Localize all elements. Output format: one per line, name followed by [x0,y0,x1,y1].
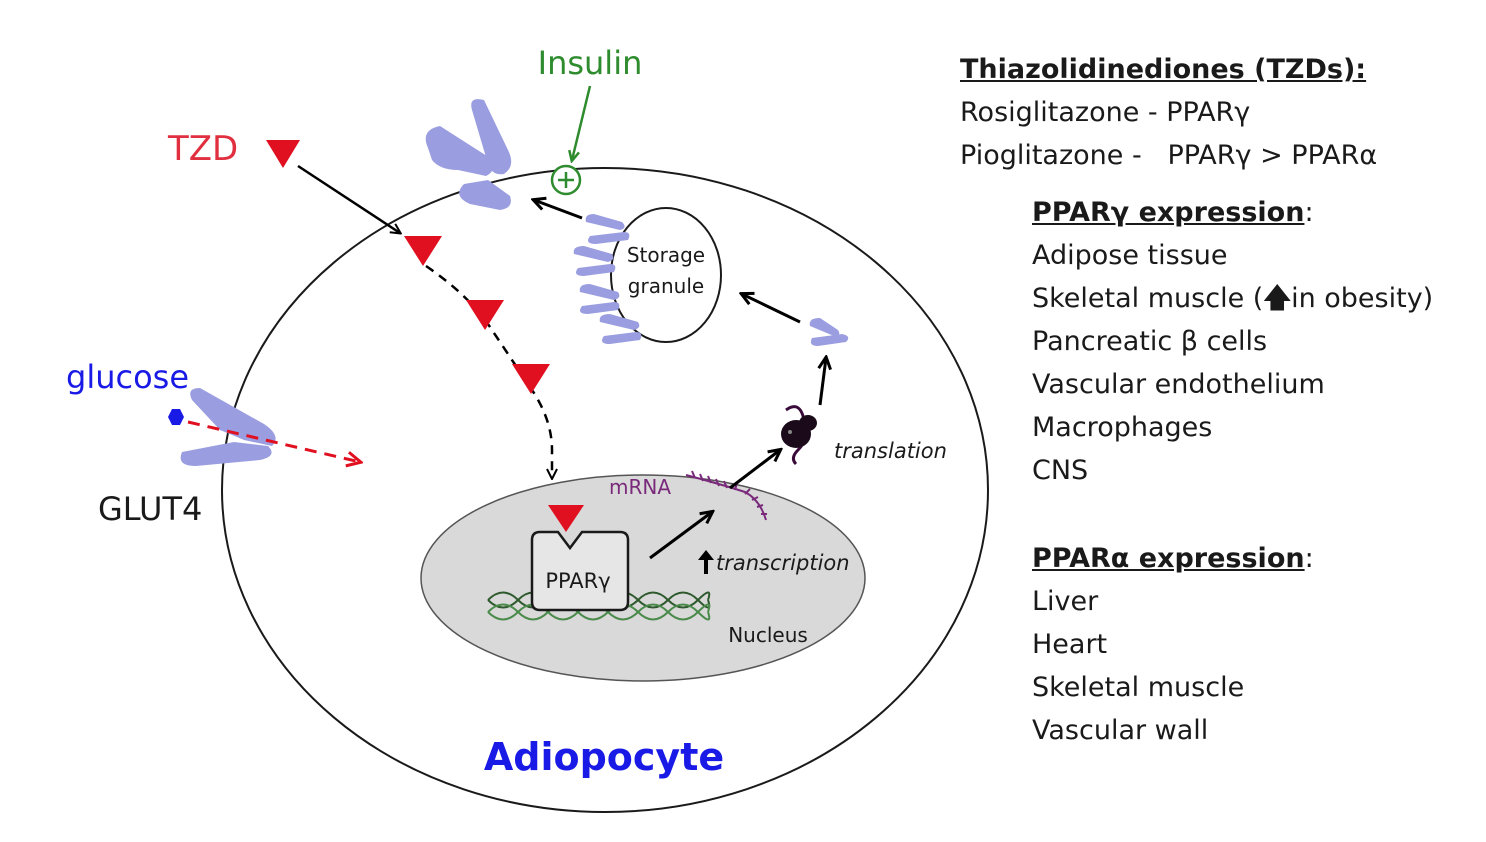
ppar-gamma-item: Macrophages [1032,412,1213,443]
tzd-label: TZD [167,129,238,169]
ppar-alpha-section: PPARα expression: Liver Heart Skeletal m… [1032,537,1480,752]
tzd-triangle-3 [512,364,550,394]
tzd-item-rosiglitazone: Rosiglitazone - PPARγ [960,97,1251,128]
to-granule-arrow [742,294,801,324]
glut4-transporter-icon [180,388,276,466]
ppar-gamma-label: PPARγ [545,569,610,593]
storage-granule-label-line2: granule [628,274,704,298]
ppar-alpha-heading-row: PPARα expression: [1032,537,1480,580]
ppar-gamma-item: CNS [1032,455,1089,486]
storage-granule [610,207,722,343]
glucose-label: glucose [66,358,189,396]
ppar-gamma-heading-row: PPARγ expression: [1032,191,1480,234]
translation-label: translation [834,439,947,463]
insulin-label: Insulin [538,44,643,82]
tzd-bound-triangle [548,505,584,532]
ppar-alpha-heading: PPARα expression [1032,543,1305,574]
nucleus [420,474,866,682]
ppar-gamma-item: Skeletal muscle (🡅in obesity) [1032,277,1480,320]
storage-granule-label-line1: Storage [627,243,705,267]
cell-membrane [221,167,989,813]
membrane-glut4-top-icon [425,99,512,210]
new-glut4-icon [809,318,849,346]
glucose-transport-arrow [187,420,360,462]
mrna-label: mRNA [609,475,671,499]
ribosome-to-glut4-arrow [820,358,826,406]
ppar-gamma-section: PPARγ expression: Adipose tissue Skeleta… [1032,191,1480,492]
ppar-gamma-item: Adipose tissue [1032,240,1228,271]
up-arrow-icon: 🡅 [1263,283,1292,314]
ppar-gamma-item-suffix: in obesity) [1291,283,1434,314]
mrna-strand-icon [685,470,767,521]
tzd-path-dashed [425,264,552,478]
ppar-gamma-heading: PPARγ expression [1032,197,1305,228]
ppar-alpha-item: Liver [1032,586,1099,617]
exocytosis-arrow [534,200,583,220]
tzd-entry-arrow [297,164,400,233]
ppar-gamma-item: Vascular endothelium [1032,369,1325,400]
ppar-alpha-heading-colon: : [1304,543,1314,574]
glut4-label: GLUT4 [98,490,202,528]
ribosome-icon [781,405,817,466]
ppar-gamma-receptor [530,530,630,612]
ppar-gamma-heading-colon: : [1304,197,1314,228]
cell-label: Adiopocyte [484,735,724,779]
ppar-alpha-item: Skeletal muscle [1032,672,1245,703]
glucose-molecule-icon [168,409,184,425]
tzd-item-pioglitazone: Pioglitazone - PPARγ > PPARα [960,140,1378,171]
nucleus-label: Nucleus [728,623,808,647]
tzd-triangle-outside [266,140,300,168]
ppar-alpha-item: Vascular wall [1032,715,1209,746]
insulin-arrow [572,85,592,160]
ppar-gamma-item-prefix: Skeletal muscle ( [1032,283,1264,314]
ppar-alpha-item: Heart [1032,629,1108,660]
translation-arrow [729,450,780,490]
transcription-label: transcription [716,551,850,575]
ppar-gamma-item: Pancreatic β cells [1032,326,1268,357]
transcription-arrow [649,512,712,560]
tzd-triangle-2 [466,300,504,330]
transcription-up-arrow-icon [698,550,714,574]
granule-glut4-cluster-icon [573,214,642,344]
plus-icon [558,172,574,188]
legend-panel: Thiazolidinediones (TZDs): Rosiglitazone… [960,48,1480,752]
tzd-heading: Thiazolidinediones (TZDs): [960,54,1367,85]
tzd-triangle-1 [404,236,442,266]
